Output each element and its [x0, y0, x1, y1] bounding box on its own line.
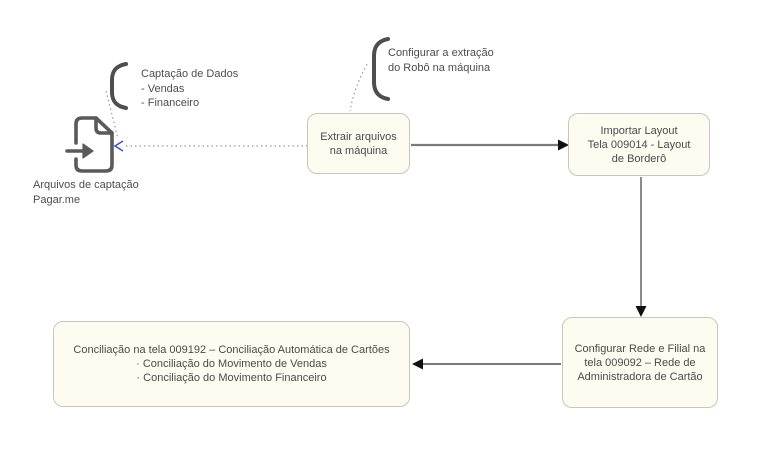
annotation-captacao-line3: - Financeiro — [141, 97, 200, 109]
file-arrow-head — [82, 143, 94, 159]
file-fold — [94, 116, 114, 135]
node-conciliacao-line3: · Conciliação do Movimento Financeiro — [136, 372, 327, 384]
brace-robo — [372, 37, 390, 101]
annotation-captacao: Captação de Dados - Vendas - Financeiro — [141, 67, 238, 111]
annotation-robo-line1: Configurar a extração — [388, 47, 494, 59]
blue-arrowhead — [113, 140, 124, 152]
connector-extrair-importar — [411, 139, 569, 151]
brace-captacao — [110, 62, 128, 110]
node-configurar-line2: tela 009092 – Rede de — [584, 356, 696, 369]
node-extrair-line1: Extrair arquivos — [320, 130, 397, 143]
node-conciliacao[interactable]: Conciliação na tela 009192 – Conciliação… — [53, 321, 410, 407]
node-extrair-line2: na máquina — [329, 144, 388, 157]
connector-importar-configurar — [635, 177, 647, 317]
annotation-captacao-line2: - Vendas — [141, 82, 185, 95]
file-caption: Arquivos de captação Pagar.me — [33, 178, 139, 207]
node-conciliacao-line1: Conciliação na tela 009192 – Conciliação… — [73, 344, 390, 356]
annotation-robo-line2: do Robô na máquina — [388, 61, 491, 74]
file-caption-line1: Arquivos de captação — [33, 179, 139, 191]
annotation-captacao-line1: Captação de Dados — [141, 68, 239, 80]
node-configurar-rede[interactable]: Configurar Rede e Filial na tela 009092 … — [562, 317, 718, 408]
file-outline — [74, 116, 114, 173]
node-extrair-arquivos[interactable]: Extrair arquivos na máquina — [307, 113, 410, 174]
node-configurar-line3: Administradora de Cartão — [577, 370, 703, 383]
node-conciliacao-line2: · Conciliação do Movimento de Vendas — [136, 358, 327, 370]
file-caption-line2: Pagar.me — [33, 193, 81, 206]
node-importar-line1: Importar Layout — [600, 124, 678, 137]
node-configurar-line1: Configurar Rede e Filial na — [574, 342, 706, 355]
dotted-link-captacao — [105, 90, 119, 140]
node-importar-line2: Tela 009014 - Layout — [587, 138, 691, 151]
node-importar-layout[interactable]: Importar Layout Tela 009014 - Layout de … — [568, 113, 710, 176]
dotted-link-robo — [349, 63, 368, 112]
node-importar-line3: de Borderô — [611, 152, 667, 165]
file-import-icon[interactable] — [65, 116, 114, 173]
connector-configurar-conciliacao — [412, 358, 561, 370]
annotation-robo: Configurar a extração do Robô na máquina — [388, 46, 494, 75]
